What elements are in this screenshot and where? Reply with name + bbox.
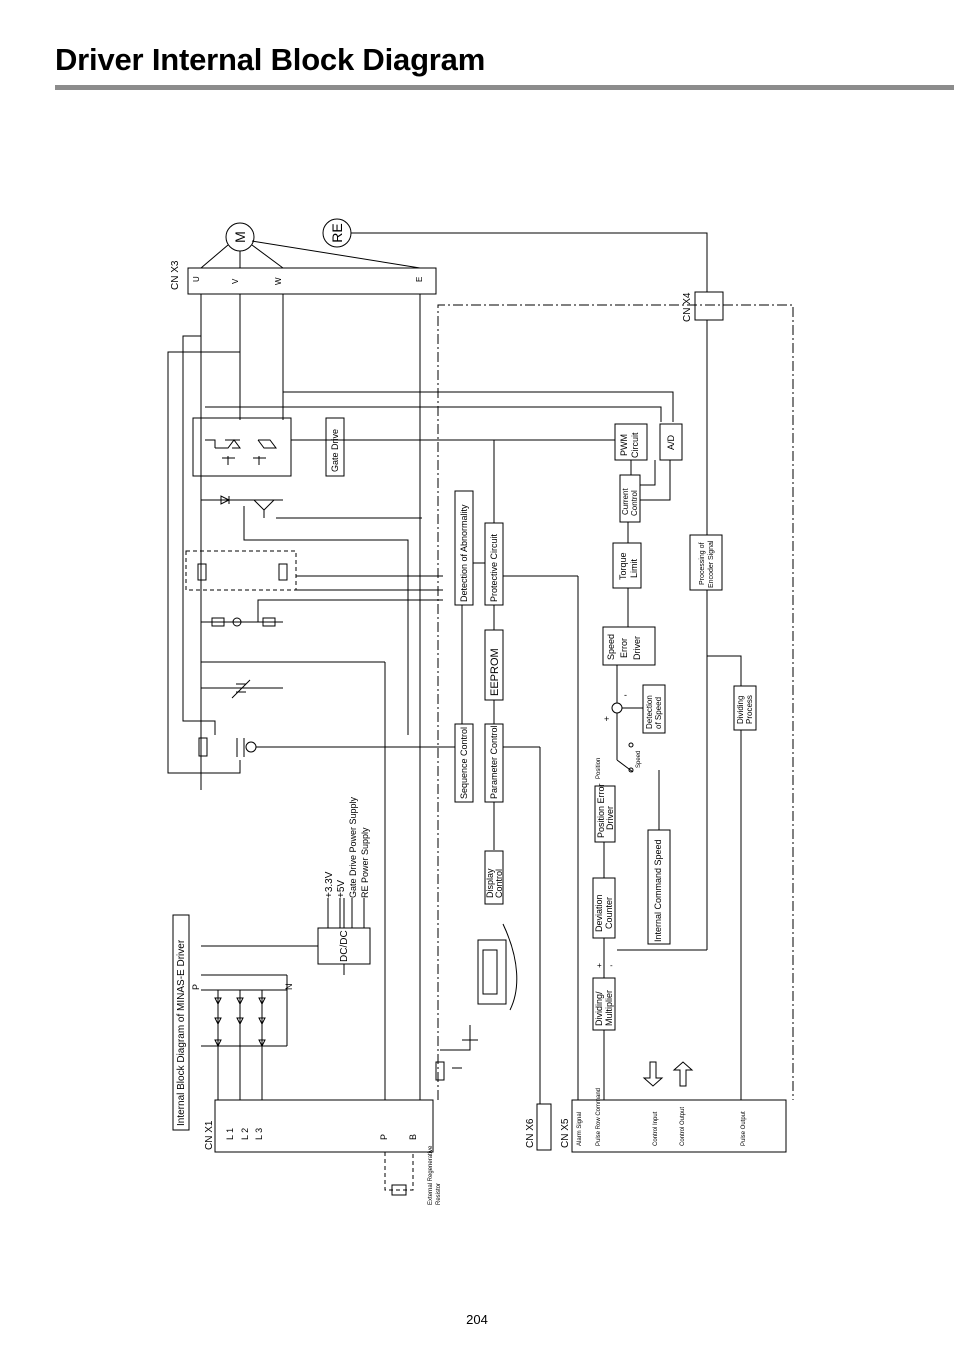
cn-x6-label: CN X6 xyxy=(525,1118,536,1148)
current-control-label-2: Control xyxy=(630,490,639,516)
power-output-3v3: +3.3V xyxy=(324,871,335,898)
speed-error-label-1: Speed xyxy=(606,634,616,660)
torque-limit-label-2: Limit xyxy=(629,558,639,578)
power-output-re: RE Power Supply xyxy=(360,827,370,898)
page-number: 204 xyxy=(466,1312,488,1327)
display-control-label-1: Display xyxy=(485,868,495,898)
display-control-label-2: Control xyxy=(494,869,504,898)
x5-signal-alarm: Alarm Signal xyxy=(577,1112,583,1146)
cn-x4-label: CN X4 xyxy=(682,292,693,322)
x5-signal-control-input: Control Input xyxy=(653,1111,659,1146)
dividing-multiplier-label-2: Multiplier xyxy=(604,990,614,1026)
display-control-block xyxy=(484,850,504,905)
cn-x3-label: CN X3 xyxy=(170,260,181,290)
cn-x3-block xyxy=(187,267,437,295)
detection-speed-label-1: Detection xyxy=(645,695,654,729)
caption-box xyxy=(172,914,190,1131)
encoder-processing-label-1: Processing of xyxy=(699,543,706,585)
dividing-process-label-2: Process xyxy=(745,695,754,724)
cn-x1-label: CN X1 xyxy=(204,1120,215,1150)
pwm-label-2: Circuit xyxy=(630,432,640,458)
position-error-label-1: Position Error xyxy=(596,783,606,838)
dcdc-label: DC/DC xyxy=(339,930,350,962)
cn-x5-block xyxy=(571,1099,787,1153)
switch-position-label: Position xyxy=(596,758,602,779)
deviation-plus: + xyxy=(597,961,602,970)
detection-abnormality-block xyxy=(454,490,474,606)
parameter-control-label: Parameter Control xyxy=(489,725,499,799)
external-resistor-label-1: External Regenerative xyxy=(428,1145,434,1205)
power-output-5v: +5V xyxy=(336,880,347,898)
pwm-label-1: PWM xyxy=(619,434,629,456)
gate-drive-label: Gate Drive xyxy=(330,429,340,472)
x3-terminal-v: V xyxy=(231,278,240,284)
internal-command-speed-label: Internal Command Speed xyxy=(653,839,663,942)
protective-circuit-label: Protective Circuit xyxy=(489,533,499,602)
x1-terminal-l2: L 2 xyxy=(240,1128,250,1140)
bus-n-label: N xyxy=(284,984,294,991)
sequence-control-label: Sequence Control xyxy=(459,727,469,799)
cn-x4-block xyxy=(694,291,724,321)
x5-signal-pulse-output: Pulse Output xyxy=(741,1111,747,1146)
dividing-process-block xyxy=(733,685,757,731)
encoder-processing-block xyxy=(689,534,723,591)
dividing-multiplier-label-1: Dividing/ xyxy=(594,991,604,1026)
detection-speed-block xyxy=(642,684,666,734)
x1-terminal-l1: L 1 xyxy=(225,1128,235,1140)
current-control-label-1: Current xyxy=(621,488,630,515)
ad-block xyxy=(659,423,683,461)
speed-error-label-3: Driver xyxy=(632,636,642,660)
cn-x6-block xyxy=(536,1103,552,1151)
eeprom-label: EEPROM xyxy=(489,648,501,696)
bus-p-label: P xyxy=(191,984,201,990)
title-rule xyxy=(55,85,954,90)
detection-speed-label-2: of Speed xyxy=(654,697,663,729)
torque-limit-block xyxy=(612,542,642,589)
x1-terminal-b: B xyxy=(408,1134,418,1140)
position-error-block xyxy=(594,785,616,843)
motor-label: M xyxy=(232,231,248,243)
sequence-control-block xyxy=(454,723,474,803)
deviation-counter-label-1: Deviation xyxy=(594,894,604,932)
ad-label: A/D xyxy=(666,434,676,450)
speed-error-block xyxy=(602,626,656,666)
summing-plus: + xyxy=(604,714,609,724)
sense-resistor-box xyxy=(185,550,297,591)
gate-drive-block xyxy=(325,417,345,477)
external-resistor-label-2: Resistor xyxy=(436,1183,442,1205)
dividing-process-label-1: Dividing xyxy=(736,696,745,724)
x3-terminal-u: U xyxy=(192,276,201,282)
switch-speed-label: Speed xyxy=(636,751,642,768)
deviation-counter-label-2: Counter xyxy=(604,897,614,929)
x1-terminal-l3: L 3 xyxy=(254,1128,264,1140)
position-error-label-2: Driver xyxy=(605,806,615,830)
inverter-block xyxy=(192,417,292,477)
encoder-label: RE xyxy=(329,223,345,242)
detection-abnormality-label: Detection of Abnormality xyxy=(459,504,469,602)
cn-x5-label: CN X5 xyxy=(560,1118,571,1148)
cn-x1-block xyxy=(214,1099,434,1153)
current-control-block xyxy=(619,474,641,523)
summing-minus: - xyxy=(624,690,627,700)
deviation-minus: - xyxy=(610,961,613,970)
page-title: Driver Internal Block Diagram xyxy=(55,42,486,77)
x1-terminal-p: P xyxy=(379,1134,389,1140)
power-output-gate: Gate Drive Power Supply xyxy=(348,796,358,898)
caption-label: Internal Block Diagram of MINAS-E Driver xyxy=(176,939,187,1126)
x3-terminal-w: W xyxy=(274,277,283,285)
torque-limit-label-1: Torque xyxy=(618,552,628,580)
x5-signal-pulse-row: Pulse Row Command xyxy=(596,1088,602,1146)
encoder-processing-label-2: Encoder Signal xyxy=(708,540,715,588)
speed-error-label-2: Error xyxy=(619,638,629,658)
x5-signal-control-output: Control Output xyxy=(680,1107,686,1146)
x3-terminal-e: E xyxy=(415,277,424,282)
